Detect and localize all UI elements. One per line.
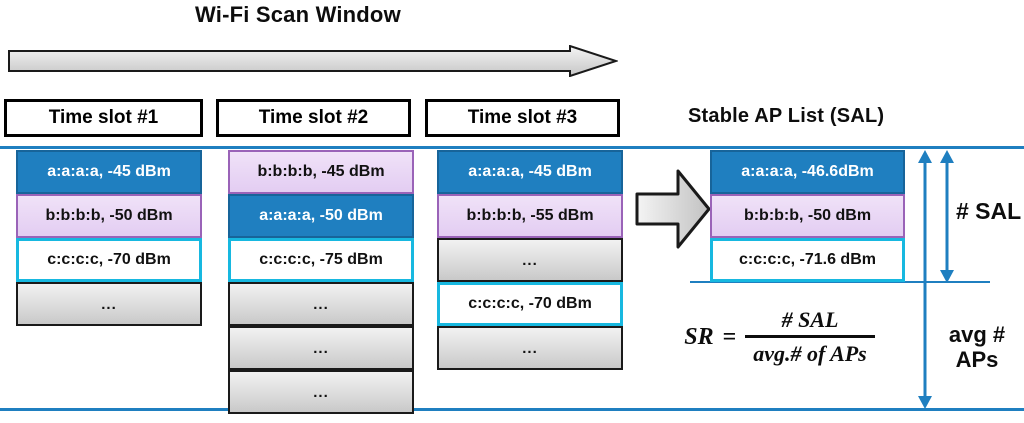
slot-header-1: Time slot #1 (4, 99, 203, 137)
sal-measure-label: # SAL (956, 198, 1022, 224)
slot-column-3: a:a:a:a, -45 dBm b:b:b:b, -55 dBm ... c:… (437, 150, 623, 370)
formula-equals: = (722, 323, 737, 350)
ap-row: ... (16, 282, 202, 326)
ap-row: b:b:b:b, -45 dBm (228, 150, 414, 194)
ap-row: ... (228, 282, 414, 326)
stable-ap-list: a:a:a:a, -46.6dBm b:b:b:b, -50 dBm c:c:c… (710, 150, 905, 282)
ap-row: ... (437, 326, 623, 370)
ap-row: c:c:c:c, -70 dBm (437, 282, 623, 326)
ap-row: b:b:b:b, -50 dBm (16, 194, 202, 238)
slot-column-2: b:b:b:b, -45 dBm a:a:a:a, -50 dBm c:c:c:… (228, 150, 414, 414)
slot-header-3: Time slot #3 (425, 99, 620, 137)
ap-row: b:b:b:b, -55 dBm (437, 194, 623, 238)
sal-boundary-rule (690, 281, 990, 283)
page-title: Wi-Fi Scan Window (195, 2, 401, 27)
ap-row: a:a:a:a, -45 dBm (437, 150, 623, 194)
ap-row: c:c:c:c, -75 dBm (228, 238, 414, 282)
ap-row: c:c:c:c, -70 dBm (16, 238, 202, 282)
sal-row: c:c:c:c, -71.6 dBm (710, 238, 905, 282)
formula-denominator: avg.# of APs (753, 341, 867, 366)
sal-row: b:b:b:b, -50 dBm (710, 194, 905, 238)
slot-column-1: a:a:a:a, -45 dBm b:b:b:b, -50 dBm c:c:c:… (16, 150, 202, 326)
scan-ratio-formula: SR = # SAL avg.# of APs (652, 306, 907, 368)
top-baseline-rule (0, 146, 1024, 149)
avg-measure-arrow-icon (918, 150, 932, 409)
sal-measure-arrow-icon (940, 150, 954, 283)
bottom-baseline-rule (0, 408, 1024, 411)
ap-row: ... (228, 326, 414, 370)
ap-row: a:a:a:a, -50 dBm (228, 194, 414, 238)
ap-row: a:a:a:a, -45 dBm (16, 150, 202, 194)
avg-measure-label: avg # APs (948, 322, 1006, 373)
formula-fraction: # SAL avg.# of APs (745, 307, 875, 367)
transform-arrow-icon (635, 169, 711, 249)
ap-row: ... (437, 238, 623, 282)
slot-header-2: Time slot #2 (216, 99, 411, 137)
formula-numerator: # SAL (781, 307, 839, 332)
scan-window-arrow-icon (8, 45, 618, 77)
sal-row: a:a:a:a, -46.6dBm (710, 150, 905, 194)
formula-lhs: SR (684, 323, 714, 350)
fraction-bar (745, 335, 875, 338)
ap-row: ... (228, 370, 414, 414)
sal-title: Stable AP List (SAL) (688, 105, 885, 127)
